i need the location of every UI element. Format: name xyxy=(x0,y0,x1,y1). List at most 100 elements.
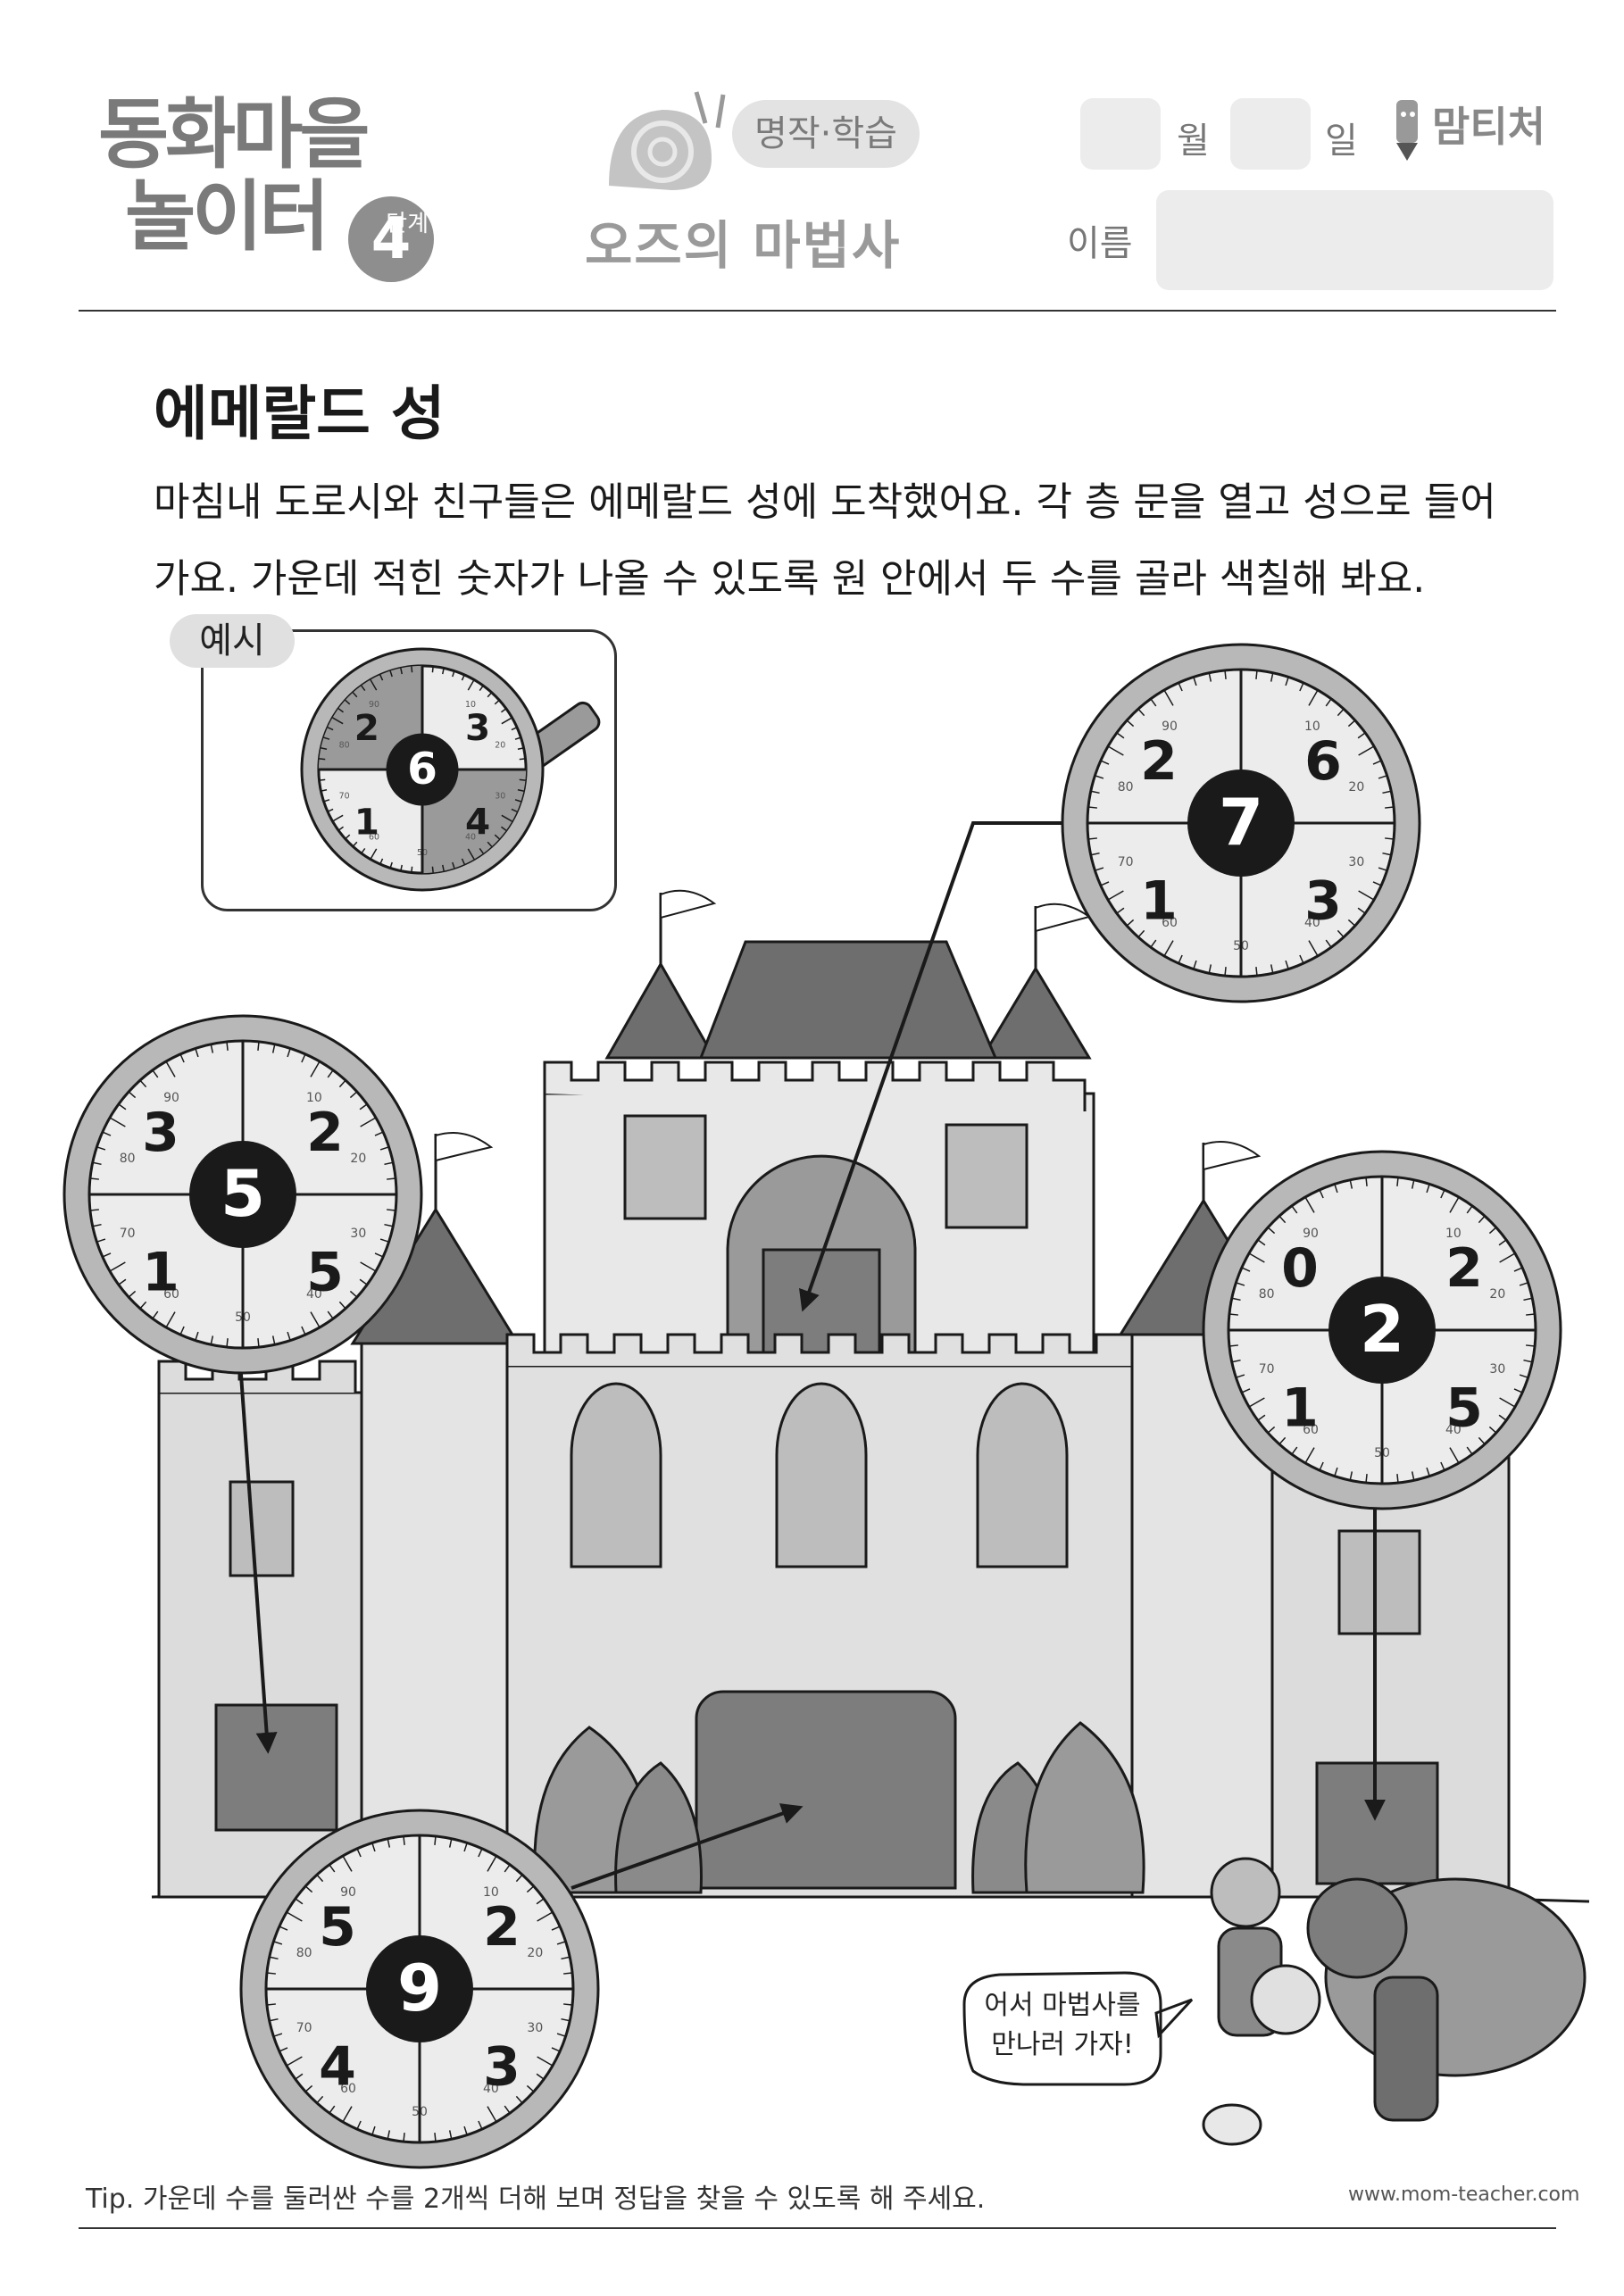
level-number: 4 xyxy=(371,206,412,272)
dial-number-bl: 1 xyxy=(354,800,379,843)
right-dial[interactable]: 10203040506070809020215 xyxy=(1202,1150,1562,1510)
dial-tick xyxy=(479,848,484,854)
dial-tick xyxy=(304,2084,313,2092)
dial-center-disc xyxy=(1187,769,1295,877)
dial-tick xyxy=(1337,708,1345,717)
dial-number-bl: 1 xyxy=(1281,1377,1319,1439)
dial-scale-label: 40 xyxy=(483,2082,499,2096)
series-logo: 동화마을 놀이터 xyxy=(98,94,455,308)
tip-text: Tip. 가운데 수를 둘러싼 수를 2개씩 더해 보며 정답을 찾을 수 있도… xyxy=(86,2184,986,2215)
dial-tick xyxy=(1285,677,1289,686)
dial-tick xyxy=(1449,1196,1460,1213)
dial-tick xyxy=(379,674,384,681)
dial-tick xyxy=(319,778,326,781)
dial-tick xyxy=(1378,775,1387,779)
dial-tick xyxy=(1478,1436,1486,1445)
dial-tick xyxy=(1319,1461,1324,1471)
dial-tick xyxy=(1378,867,1387,871)
dial-tick xyxy=(327,727,334,731)
dial-scale-label: 70 xyxy=(339,791,350,801)
example-tag: 예시 xyxy=(170,614,295,668)
dial-tick xyxy=(1095,867,1104,871)
footer-divider xyxy=(79,2227,1556,2229)
dial-tick xyxy=(1396,1474,1399,1484)
dial-tick xyxy=(517,747,524,750)
dial-scale-label: 70 xyxy=(1118,855,1134,869)
dial-tick xyxy=(504,2105,511,2114)
name-input-box[interactable] xyxy=(1156,190,1553,290)
dial-tick xyxy=(286,2056,303,2067)
dial-tick xyxy=(1372,881,1382,886)
dial-tick xyxy=(1526,1344,1536,1347)
instructions: 마침내 도로시와 친구들은 에메랄드 성에 도착했어요. 각 층 문을 열고 성… xyxy=(154,464,1511,618)
dial-tick xyxy=(1241,1267,1251,1272)
dial-tick xyxy=(1291,1205,1298,1214)
dial-tick xyxy=(316,2095,324,2104)
dial-tick xyxy=(501,717,512,725)
dial-tick xyxy=(109,1261,126,1272)
dial-tick xyxy=(1090,790,1100,794)
dial-tick xyxy=(342,1855,353,1872)
dial-tick xyxy=(1513,1267,1523,1272)
dial-scale-label: 30 xyxy=(527,2021,543,2035)
dial-scale-label: 60 xyxy=(1162,916,1178,930)
dial-tick xyxy=(92,1161,102,1166)
dial-tick xyxy=(1411,1471,1415,1481)
dial-number-bl: 1 xyxy=(1140,869,1178,932)
dial-tick xyxy=(561,1956,570,1960)
dial-tick xyxy=(332,717,344,725)
dial-tick xyxy=(1349,1471,1353,1481)
dial-tick xyxy=(1304,1447,1315,1464)
logo-line-1: 동화마을 xyxy=(98,90,370,179)
dial-tick xyxy=(1365,1177,1368,1186)
month-input-box[interactable] xyxy=(1080,98,1161,170)
dial-tick xyxy=(431,666,434,673)
speech-bubble xyxy=(962,1971,1194,2086)
dial-center-number: 7 xyxy=(1219,785,1263,860)
level-badge: 4 단계 xyxy=(348,196,434,282)
dial-tick xyxy=(370,848,378,860)
header-divider xyxy=(79,310,1556,312)
dial-tick xyxy=(374,1252,384,1258)
dial-tick xyxy=(478,1848,483,1858)
dial-tick xyxy=(536,1898,545,1905)
left-dial[interactable]: 10203040506070809053215 xyxy=(62,1014,423,1375)
dial-tick xyxy=(1116,907,1125,914)
day-input-box[interactable] xyxy=(1230,98,1311,170)
dial-tick xyxy=(1308,689,1319,706)
dial-tick xyxy=(487,1855,497,1872)
dial-tick xyxy=(1257,1414,1266,1421)
story-title: 오즈의 마법사 xyxy=(585,215,902,276)
dial-tick xyxy=(1488,1227,1497,1235)
dial-scale-label: 10 xyxy=(306,1091,322,1105)
dial-tick xyxy=(179,1326,185,1335)
dial-tick xyxy=(374,1131,384,1136)
dial-tick xyxy=(434,2133,437,2142)
dial-tick xyxy=(1299,682,1304,692)
dial-tick xyxy=(467,679,475,691)
dial-tick xyxy=(165,1311,176,1328)
dial-tick xyxy=(461,674,465,681)
instruction-line-2: 가요. 가운데 적힌 숫자가 나올 수 있도록 원 안에서 두 수를 골라 색칠… xyxy=(154,556,1426,602)
dial-tick xyxy=(1466,1205,1473,1214)
dial-scale-label: 60 xyxy=(369,832,379,842)
dial-tick xyxy=(400,864,403,871)
left-cone-tower xyxy=(350,1132,521,1899)
dial-tick xyxy=(301,1053,306,1063)
dial-tick xyxy=(139,1301,147,1310)
dial-tick xyxy=(442,864,445,871)
bottom-dial[interactable]: 10203040506070809095243 xyxy=(239,1809,600,2169)
logo-line-2: 놀이터 xyxy=(125,172,329,262)
dial-tick xyxy=(1478,1215,1486,1224)
dial-tick xyxy=(1116,732,1125,739)
dial-tick xyxy=(379,1146,389,1151)
dial-tick xyxy=(332,814,344,822)
dial-tick xyxy=(370,679,378,691)
top-dial[interactable]: 10203040506070809072613 xyxy=(1061,643,1421,1003)
dial-tick xyxy=(387,1838,391,1848)
dial-tick xyxy=(1519,1282,1528,1286)
dial-number-tr: 2 xyxy=(1445,1237,1483,1300)
dial-tick xyxy=(301,1326,306,1335)
dial-scale-label: 40 xyxy=(1445,1423,1462,1437)
dial-tick xyxy=(342,2106,353,2123)
